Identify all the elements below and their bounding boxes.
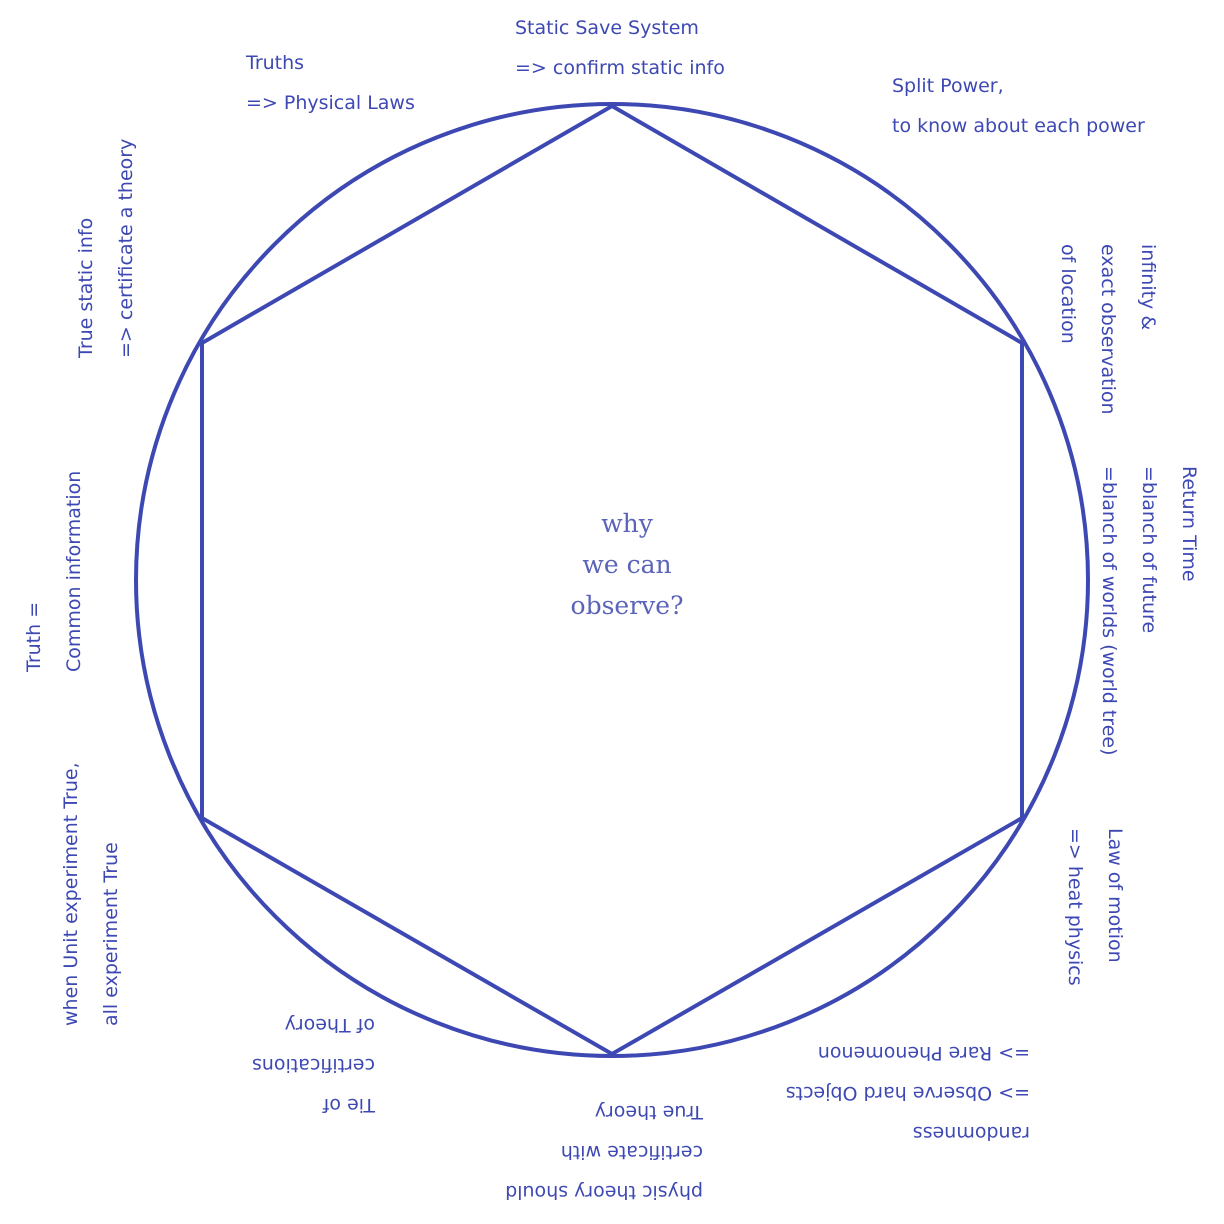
- label-line: Truth =: [23, 601, 45, 672]
- label-line: => heat physics: [1064, 828, 1086, 986]
- label-line: Split Power,: [892, 75, 1004, 97]
- label-physic-theory: physic theory should certificate with Tr…: [503, 1092, 703, 1212]
- label-line: => confirm static info: [515, 57, 725, 79]
- label-unit-experiment: when Unit experiment True, all experimen…: [51, 762, 131, 1026]
- label-tie-of-certifications: Tie of certifications of Theory: [250, 1005, 375, 1125]
- label-randomness: randomness => Observe hard Objects => Ra…: [778, 1033, 1030, 1153]
- label-line: Tie of: [322, 1094, 375, 1116]
- label-truths: Truths => Physical Laws: [246, 43, 415, 123]
- label-line: =blanch of worlds (world tree): [1098, 466, 1120, 756]
- label-line: certificate with: [560, 1141, 703, 1163]
- label-line: True static info: [75, 217, 97, 358]
- label-line: infinity &: [1137, 244, 1159, 331]
- label-line: certifications: [251, 1054, 375, 1076]
- label-true-static-info: True static info => certificate a theory: [66, 139, 146, 358]
- label-line: => Observe hard Objects: [785, 1082, 1030, 1104]
- label-line: randomness: [912, 1122, 1030, 1144]
- label-line: of location: [1057, 244, 1079, 344]
- label-line: Static Save System: [515, 17, 699, 39]
- label-line: Truths: [246, 52, 305, 74]
- label-line: exact observation: [1097, 244, 1119, 415]
- label-infinity-observation: infinity & exact observation of location: [1048, 244, 1168, 415]
- label-line: => Rare Phenomenon: [817, 1042, 1030, 1064]
- label-truth-common-information: Truth = Common information: [14, 471, 94, 672]
- label-law-of-motion: Law of motion => heat physics: [1055, 828, 1135, 986]
- label-line: =blanch of future: [1138, 466, 1160, 634]
- center-question-line: we can: [582, 550, 672, 579]
- label-split-power: Split Power, to know about each power: [892, 66, 1145, 146]
- label-line: => Physical Laws: [246, 92, 415, 114]
- label-line: => certificate a theory: [115, 138, 137, 358]
- center-question-line: why: [601, 509, 653, 538]
- label-static-save-system: Static Save System => confirm static inf…: [515, 8, 725, 88]
- label-line: physic theory should: [505, 1181, 703, 1203]
- label-line: all experiment True: [100, 842, 122, 1026]
- center-question-line: observe?: [570, 591, 684, 620]
- label-line: Common information: [63, 470, 85, 672]
- label-line: when Unit experiment True,: [60, 762, 82, 1026]
- label-line: True theory: [594, 1101, 703, 1123]
- label-line: Return Time: [1178, 466, 1200, 582]
- label-return-time: Return Time =blanch of future =blanch of…: [1089, 466, 1209, 755]
- inner-hexagon: [200, 103, 1024, 1057]
- label-line: Law of motion: [1104, 828, 1126, 963]
- label-line: to know about each power: [892, 115, 1145, 137]
- center-question: why we can observe?: [527, 503, 727, 626]
- label-line: of Theory: [284, 1014, 375, 1036]
